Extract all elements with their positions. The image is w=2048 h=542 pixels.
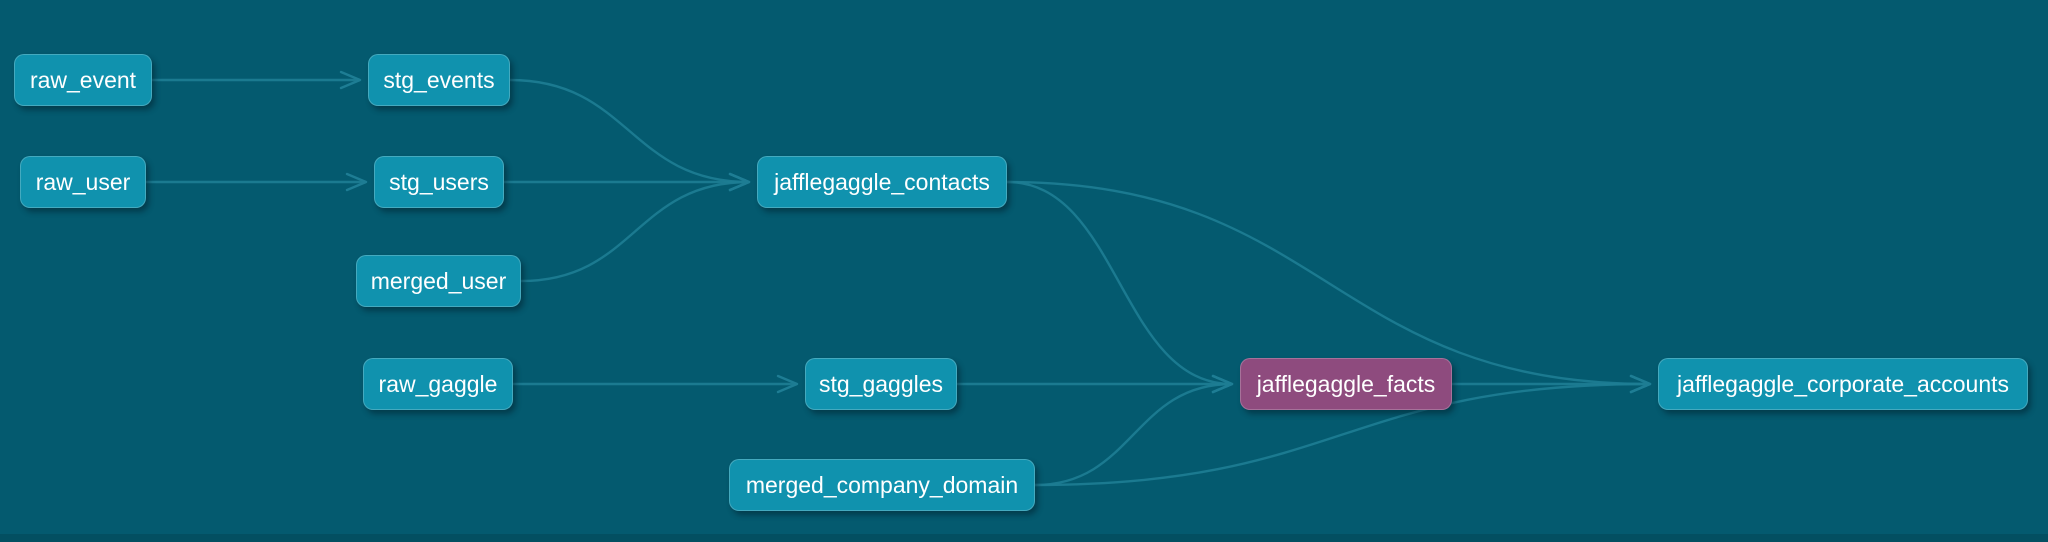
node-jafflegaggle_corporate_accounts[interactable]: jafflegaggle_corporate_accounts bbox=[1658, 358, 2028, 410]
node-merged_user[interactable]: merged_user bbox=[356, 255, 521, 307]
edge-merged_company_domain-jafflegaggle_corporate_accounts bbox=[1034, 374, 1652, 487]
edge-merged_user-jafflegaggle_contacts bbox=[520, 172, 751, 283]
node-label: stg_users bbox=[389, 168, 489, 195]
node-label: merged_company_domain bbox=[745, 471, 1019, 498]
edge-jafflegaggle_contacts-jafflegaggle_corporate_accounts bbox=[1006, 180, 1652, 394]
node-label: jafflegaggle_contacts bbox=[774, 168, 990, 195]
node-jafflegaggle_facts[interactable]: jafflegaggle_facts bbox=[1240, 358, 1452, 410]
node-label: raw_event bbox=[29, 66, 137, 93]
edge-merged_company_domain-jafflegaggle_facts bbox=[1034, 374, 1234, 487]
node-raw_user[interactable]: raw_user bbox=[20, 156, 146, 208]
node-label: stg_gaggles bbox=[818, 370, 944, 397]
node-label: merged_user bbox=[370, 267, 507, 294]
node-label: jafflegaggle_facts bbox=[1256, 370, 1436, 397]
node-label: raw_gaggle bbox=[378, 370, 498, 397]
node-label: raw_user bbox=[35, 168, 131, 195]
node-merged_company_domain[interactable]: merged_company_domain bbox=[729, 459, 1035, 511]
node-stg_events[interactable]: stg_events bbox=[368, 54, 510, 106]
edge-stg_events-jafflegaggle_contacts bbox=[509, 78, 751, 192]
node-label: stg_events bbox=[383, 66, 495, 93]
node-raw_event[interactable]: raw_event bbox=[14, 54, 152, 106]
node-label: jafflegaggle_corporate_accounts bbox=[1676, 370, 2010, 397]
edge-jafflegaggle_contacts-jafflegaggle_facts bbox=[1006, 180, 1234, 394]
node-jafflegaggle_contacts[interactable]: jafflegaggle_contacts bbox=[757, 156, 1007, 208]
node-raw_gaggle[interactable]: raw_gaggle bbox=[363, 358, 513, 410]
node-stg_users[interactable]: stg_users bbox=[374, 156, 504, 208]
node-stg_gaggles[interactable]: stg_gaggles bbox=[805, 358, 957, 410]
